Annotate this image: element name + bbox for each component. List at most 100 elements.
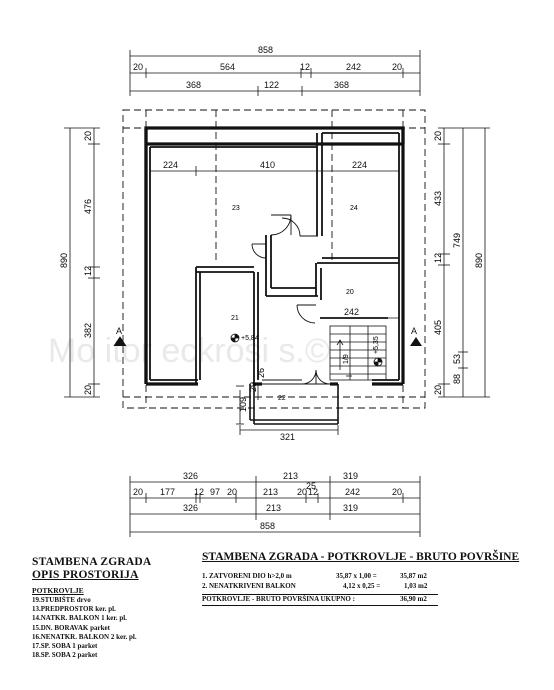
legend-item: 15.DN. BORAVAK parket — [32, 624, 192, 633]
legend-text: SP. SOBA 1 — [40, 642, 76, 651]
legend-note: ker. pl. — [106, 614, 127, 623]
dim-top-20b: 20 — [392, 62, 402, 72]
dim-bottom-12b: 12 — [308, 487, 318, 497]
area-row-value: 1,03 m2 — [404, 582, 428, 590]
dim-bottom-25: 25 — [306, 481, 316, 491]
dim-right-20a: 20 — [433, 131, 443, 141]
dim-top-12: 12 — [300, 62, 310, 72]
dim-left-476: 476 — [83, 199, 93, 214]
legend-section: POTKROVLJE — [32, 586, 84, 595]
dim-right-88: 88 — [452, 374, 462, 384]
legend-num: 15. — [32, 623, 41, 632]
balcony-dimension-lines — [236, 375, 352, 435]
legend-text: NATKR. BALKON 1 — [40, 614, 105, 623]
area-row: 2. NENATKRIVENI BALKON 4,12 x 0,25 = 1,0… — [202, 582, 522, 592]
level-marker-stair — [373, 357, 383, 367]
walls — [144, 126, 405, 386]
dim-bottom-12: 12 — [194, 487, 204, 497]
dim-bottom-20b: 20 — [227, 487, 237, 497]
legend-item: 19.STUBIŠTE drvo — [32, 596, 192, 605]
dim-bottom-319b: 319 — [343, 503, 358, 513]
area-row-calc: 4,12 x 0,25 = — [343, 582, 381, 590]
room-label-23: 23 — [232, 205, 240, 212]
dim-bottom-20d: 20 — [392, 487, 402, 497]
dim-top-858: 858 — [258, 45, 273, 55]
area-total-value: 36,90 m2 — [400, 595, 427, 603]
dim-top-368b: 368 — [334, 80, 349, 90]
legend-item: 13.PREDPROSTOR ker. pl. — [32, 605, 192, 614]
dim-left-890: 890 — [59, 253, 69, 268]
interior-dimension-lines — [149, 166, 400, 319]
area-row-label: 1. ZATVORENI DIO h>2,0 m — [202, 572, 292, 580]
legend-note: parket — [77, 642, 98, 651]
room-label-22: 22 — [278, 395, 286, 402]
dim-bottom-213c: 213 — [266, 503, 281, 513]
dim-bottom-213a: 213 — [283, 471, 298, 481]
dim-bottom-20a: 20 — [133, 487, 143, 497]
area-total-row: POTKROVLJE - BRUTO POVRŠINA UKUPNO : 36,… — [202, 594, 438, 606]
legend-item: 16.NENATKR. BALKON 2 ker. pl. — [32, 633, 192, 642]
dim-top-368a: 368 — [186, 80, 201, 90]
legend-text: NENATKR. BALKON 2 — [40, 632, 115, 641]
dim-balcony-26: 26 — [256, 368, 266, 378]
legend-note: parket — [90, 623, 110, 632]
room-label-24: 24 — [350, 205, 358, 212]
dim-right-405: 405 — [433, 320, 443, 335]
legend-num: 13. — [32, 605, 41, 614]
dim-right-890: 890 — [474, 253, 484, 268]
section-mark-right — [410, 337, 422, 346]
floor-plan-drawing: Mo itor eckrosi s.© 858 20 564 12 242 20… — [48, 45, 490, 537]
legend-note: ker. pl. — [116, 632, 137, 641]
dim-left-20a: 20 — [83, 131, 93, 141]
dim-bottom-242: 242 — [345, 487, 360, 497]
top-dimension-lines — [129, 50, 421, 96]
dim-interior-224a: 224 — [163, 160, 178, 170]
legend-num: 16. — [32, 632, 41, 641]
dim-left-12: 12 — [83, 266, 93, 276]
section-mark-left — [113, 336, 127, 347]
legend-item: 18.SP. SOBA 2 parket — [32, 651, 192, 660]
dim-right-53: 53 — [452, 354, 462, 364]
left-dimension-lines — [64, 127, 100, 398]
dim-bottom-20c: 20 — [297, 487, 307, 497]
stair-label: 1/9 — [343, 354, 350, 364]
section-label-left: A — [116, 326, 122, 336]
legend-text: STUBIŠTE — [40, 596, 75, 604]
right-dimension-lines — [438, 127, 490, 398]
legend-num: 18. — [32, 651, 41, 660]
area-row-label: 2. NENATKRIVENI BALKON — [202, 582, 296, 590]
dim-right-749: 749 — [452, 233, 462, 248]
dim-left-20b: 20 — [83, 385, 93, 395]
room-legend: STAMBENA ZGRADA OPIS PROSTORIJA POTKROVL… — [32, 556, 192, 660]
dim-interior-224b: 224 — [352, 160, 367, 170]
dim-top-122: 122 — [264, 80, 279, 90]
area-table: STAMBENA ZGRADA - POTKROVLJE - BRUTO POV… — [202, 550, 522, 606]
balcony-outline — [249, 384, 339, 425]
staircase — [329, 325, 387, 381]
watermark-text: Mo itor eckrosi s.© — [48, 332, 330, 370]
dim-top-242: 242 — [346, 62, 361, 72]
dim-interior-410: 410 — [260, 160, 275, 170]
area-title: STAMBENA ZGRADA - POTKROVLJE - BRUTO POV… — [202, 551, 520, 563]
room-label-21: 21 — [231, 315, 239, 322]
dim-interior-242: 242 — [344, 307, 359, 317]
dim-top-20a: 20 — [133, 62, 143, 72]
dim-bottom-213b: 213 — [263, 487, 278, 497]
legend-item: 14.NATKR. BALKON 1 ker. pl. — [32, 614, 192, 623]
dim-bottom-858: 858 — [260, 521, 275, 531]
legend-note: parket — [77, 651, 98, 660]
dim-balcony-29: 29 — [248, 382, 258, 392]
legend-title-2: OPIS PROSTORIJA — [32, 569, 139, 581]
legend-title-1: STAMBENA ZGRADA — [32, 556, 152, 568]
section-label-right: A — [411, 326, 417, 336]
legend-text: DN. BORAVAK — [40, 623, 89, 632]
dim-right-433: 433 — [433, 191, 443, 206]
legend-note: ker. pl. — [95, 605, 116, 614]
legend-text: SP. SOBA 2 — [40, 651, 76, 660]
door-swings — [251, 214, 331, 385]
level-room21-text: +5,84 — [241, 335, 259, 342]
legend-note: drvo — [76, 596, 91, 604]
dim-bottom-177: 177 — [160, 487, 175, 497]
dim-bottom-326a: 326 — [183, 471, 198, 481]
area-row-value: 35,87 m2 — [400, 572, 427, 580]
